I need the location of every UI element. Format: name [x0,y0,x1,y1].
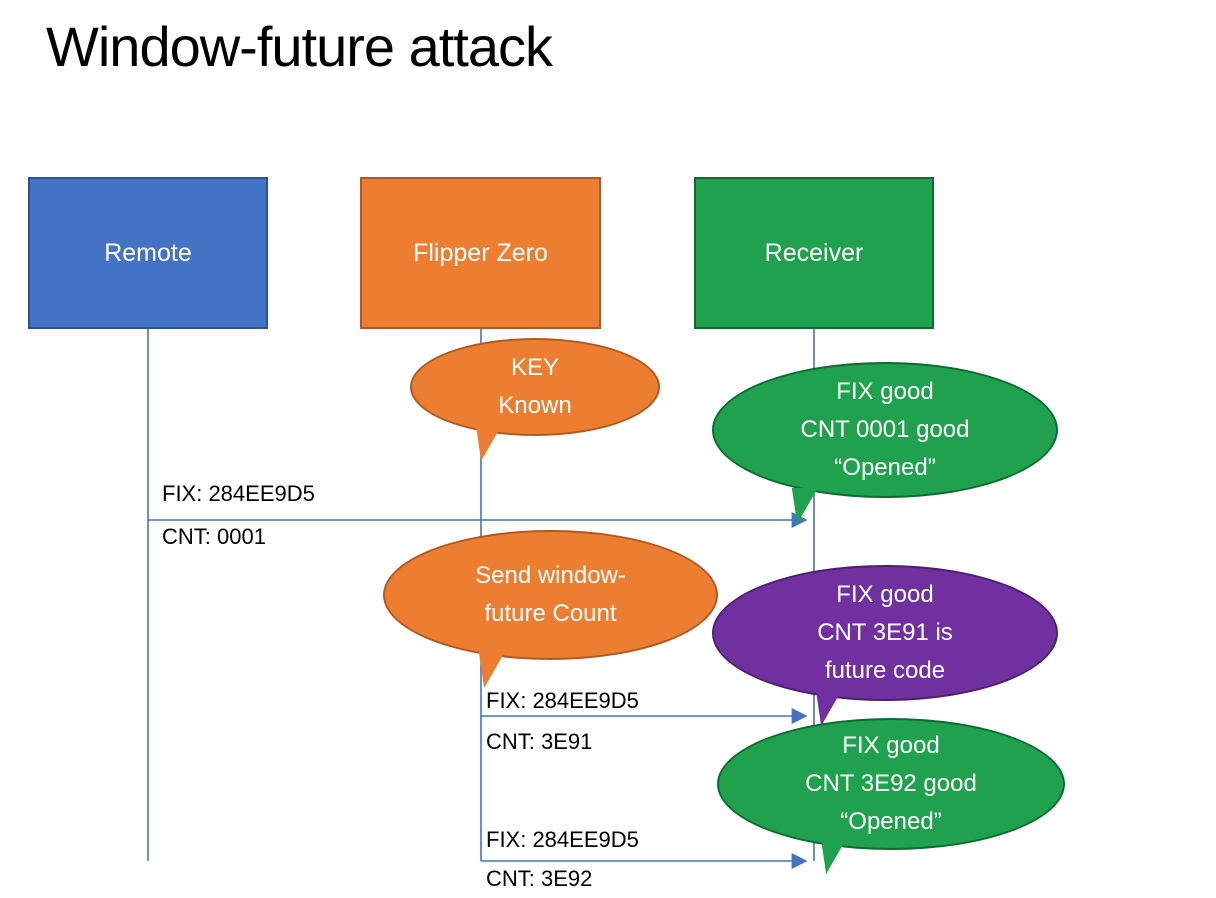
callout-line: CNT 3E92 good [805,770,977,797]
callout-line: Send window- [475,562,626,589]
actor-remote-label: Remote [104,238,192,267]
callout-line: Known [498,392,572,419]
callout-line: FIX good [836,378,934,405]
callout-line: “Opened” [834,454,936,481]
message-1-cnt-label: CNT: 0001 [162,524,266,549]
callout-fix-cnt3e92-good: FIX good CNT 3E92 good “Opened” [717,718,1065,874]
callout-fix-cnt0001-good: FIX good CNT 0001 good “Opened” [712,362,1058,524]
callout-send-window-future: Send window- future Count [383,530,718,688]
callout-cnt3e91-future-code: FIX good CNT 3E91 is future code [712,565,1058,726]
callout-line: FIX good [836,581,934,608]
actor-receiver: Receiver [694,177,934,329]
callout-key-known: KEY Known [410,338,660,461]
message-2-cnt-label: CNT: 3E91 [486,729,593,754]
callout-line: CNT 0001 good [800,416,970,443]
slide-title: Window-future attack [46,15,553,78]
callout-line: “Opened” [840,808,942,835]
message-1-fix-label: FIX: 284EE9D5 [162,481,315,506]
actor-flipper-zero: Flipper Zero [360,177,601,329]
callout-line: future code [824,657,946,684]
callout-line: FIX good [842,732,940,759]
message-2-fix-label: FIX: 284EE9D5 [486,688,639,713]
callout-line: KEY [510,354,560,381]
callout-line: future Count [484,600,617,627]
actor-receiver-label: Receiver [764,238,864,267]
message-3-fix-label: FIX: 284EE9D5 [486,827,639,852]
message-3-cnt-label: CNT: 3E92 [486,866,593,891]
actor-flipper-zero-label: Flipper Zero [413,238,548,267]
actor-remote: Remote [28,177,268,329]
callout-line: CNT 3E91 is [817,619,953,646]
